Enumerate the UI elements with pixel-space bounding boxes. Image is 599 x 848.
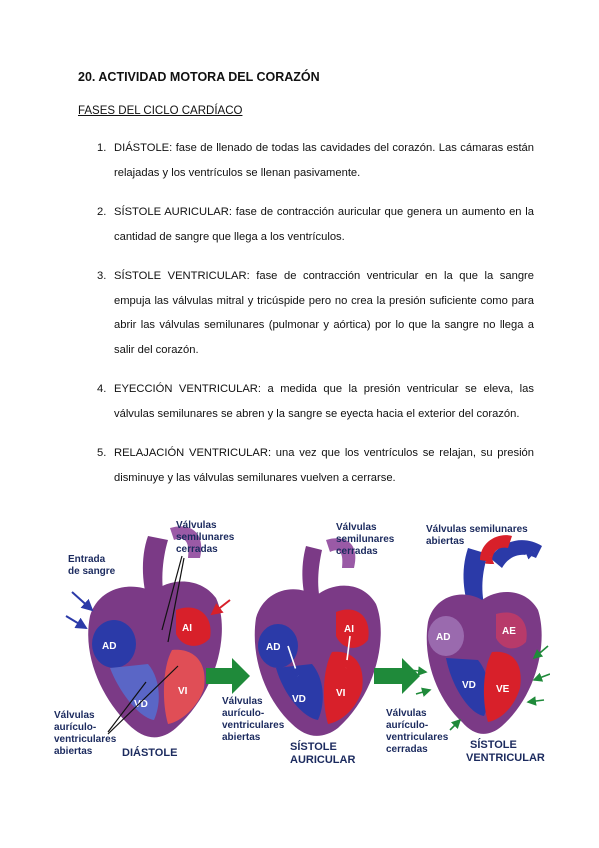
- label-ve: VE: [496, 684, 510, 695]
- phase-list: 1. DIÁSTOLE: fase de llenado de todas la…: [97, 136, 534, 490]
- av-valve-label: ventriculares: [54, 734, 117, 745]
- av-valve-label: Válvulas: [54, 710, 95, 721]
- list-item: 1. DIÁSTOLE: fase de llenado de todas la…: [97, 136, 534, 185]
- semilunar-label: Válvulas semilunares: [426, 524, 528, 535]
- contraction-arrow-icon: [415, 687, 432, 697]
- list-text: DIÁSTOLE: fase de llenado de todas las c…: [114, 142, 534, 179]
- list-number: 2.: [97, 206, 107, 218]
- contraction-arrow-icon: [526, 696, 545, 706]
- list-text: SÍSTOLE AURICULAR: fase de contracción a…: [114, 206, 534, 243]
- next-phase-arrow-icon: [206, 658, 250, 694]
- list-text: RELAJACIÓN VENTRICULAR: una vez que los …: [114, 447, 534, 484]
- label-vd: VD: [462, 680, 476, 691]
- phase-label: SÍSTOLE: [290, 740, 337, 753]
- list-item: 3. SÍSTOLE VENTRICULAR: fase de contracc…: [97, 264, 534, 362]
- av-valve-label: aurículo-: [54, 722, 96, 733]
- av-valve-label: ventriculares: [386, 732, 449, 743]
- contraction-arrow-icon: [532, 672, 550, 682]
- section-subheading: FASES DEL CICLO CARDÍACO: [78, 105, 243, 117]
- phase-label: VENTRICULAR: [466, 752, 545, 764]
- inflow-arrow-icon: [71, 591, 94, 612]
- av-valve-label: aurículo-: [386, 720, 428, 731]
- list-text: SÍSTOLE VENTRICULAR: fase de contracción…: [114, 270, 534, 356]
- av-valve-label: abiertas: [222, 732, 261, 743]
- diastole-heart: AD AI VD VI: [65, 526, 231, 738]
- av-valve-label: abiertas: [54, 746, 93, 757]
- label-ai: AI: [182, 623, 192, 634]
- inflow-arrow-icon: [65, 615, 88, 630]
- semilunar-label: semilunares: [336, 534, 395, 545]
- phase-label: DIÁSTOLE: [122, 746, 177, 759]
- atrial-systole-heart: AD AI VD VI: [254, 538, 381, 736]
- av-valve-label: Válvulas: [222, 696, 263, 707]
- label-vd: VD: [134, 699, 148, 710]
- contraction-arrow-icon: [532, 645, 549, 660]
- semilunar-label: abiertas: [426, 536, 465, 547]
- av-valve-label: Válvulas: [386, 708, 427, 719]
- label-ad: AD: [102, 641, 116, 652]
- semilunar-label: Válvulas: [336, 522, 377, 533]
- list-text: EYECCIÓN VENTRICULAR: a medida que la pr…: [114, 383, 534, 420]
- list-number: 1.: [97, 142, 107, 154]
- section-heading: 20. ACTIVIDAD MOTORA DEL CORAZÓN: [78, 70, 320, 84]
- semilunar-label: cerradas: [336, 546, 378, 557]
- ventricular-systole-heart: AD AE VD VE: [409, 535, 550, 734]
- semilunar-label: Válvulas: [176, 520, 217, 531]
- contraction-arrow-icon: [449, 718, 462, 731]
- phase-label: SÍSTOLE: [470, 738, 517, 751]
- list-item: 2. SÍSTOLE AURICULAR: fase de contracció…: [97, 200, 534, 249]
- entrada-label: de sangre: [68, 566, 116, 577]
- label-ae: AE: [502, 626, 516, 637]
- semilunar-label: semilunares: [176, 532, 235, 543]
- cardiac-cycle-figure: AD AI VD VI Entrada de sangre Válvulas s…: [54, 520, 550, 766]
- inflow-arrow-icon: [210, 599, 231, 616]
- phase-label: AURICULAR: [290, 754, 355, 766]
- label-ai: AI: [344, 624, 354, 635]
- list-number: 3.: [97, 270, 107, 282]
- list-number: 4.: [97, 383, 107, 395]
- label-vd: VD: [292, 694, 306, 705]
- label-ad: AD: [266, 642, 280, 653]
- next-phase-arrow-icon: [374, 658, 420, 694]
- list-item: 4. EYECCIÓN VENTRICULAR: a medida que la…: [97, 377, 534, 426]
- label-vi: VI: [178, 686, 188, 697]
- av-valve-label: ventriculares: [222, 720, 285, 731]
- av-valve-label: aurículo-: [222, 708, 264, 719]
- contraction-arrow-icon: [409, 666, 428, 676]
- entrada-label: Entrada: [68, 554, 106, 565]
- av-valve-label: cerradas: [386, 744, 428, 755]
- label-ad: AD: [436, 632, 450, 643]
- semilunar-label: cerradas: [176, 544, 218, 555]
- label-vi: VI: [336, 688, 346, 699]
- list-item: 5. RELAJACIÓN VENTRICULAR: una vez que l…: [97, 441, 534, 490]
- list-number: 5.: [97, 447, 107, 459]
